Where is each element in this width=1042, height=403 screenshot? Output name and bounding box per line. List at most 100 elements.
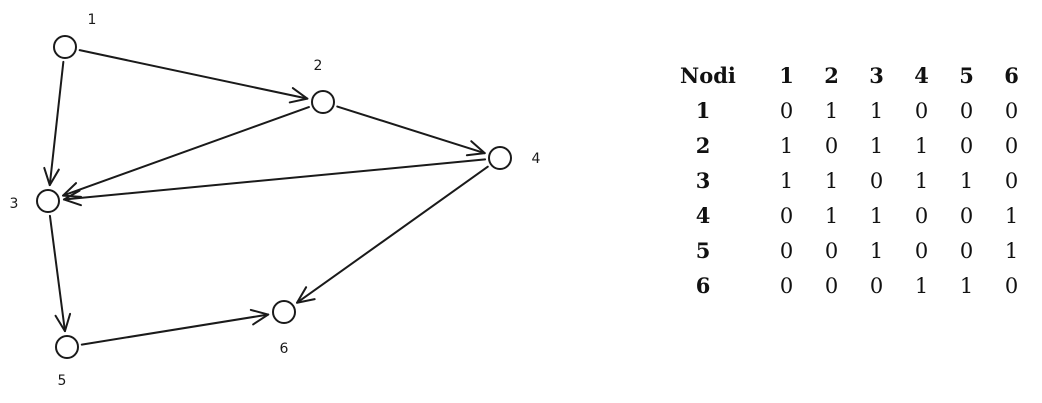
matrix-header-row: Nodi 1 2 3 4 5 6 <box>680 58 1034 93</box>
edge-line <box>336 105 486 155</box>
node-label: 6 <box>280 341 289 357</box>
arrowhead <box>43 166 60 187</box>
arrowhead <box>62 189 82 207</box>
matrix-row: 5 0 0 1 0 0 1 <box>680 233 1034 268</box>
graph-nodes: 1 2 3 4 5 6 <box>10 12 541 389</box>
row-header: 5 <box>695 238 711 263</box>
matrix-cell: 1 <box>869 133 884 158</box>
row-header: 1 <box>695 98 711 123</box>
node-circle <box>53 35 77 59</box>
edge-line <box>62 106 310 197</box>
node-circle <box>272 300 296 324</box>
arrowhead <box>62 182 83 198</box>
matrix-cell: 0 <box>959 238 974 263</box>
matrix-cell: 0 <box>959 98 974 123</box>
matrix-cell: 0 <box>824 238 839 263</box>
node-label: 2 <box>314 58 323 74</box>
matrix-row: 3 1 1 0 1 1 0 <box>680 163 1034 198</box>
node-circle <box>311 90 335 114</box>
matrix-cell: 1 <box>914 168 929 193</box>
matrix-cell: 1 <box>824 168 839 193</box>
edge-2-to-4 <box>336 105 486 157</box>
edge-4-to-3 <box>62 158 487 207</box>
node-label: 5 <box>58 373 67 389</box>
matrix-cell: 0 <box>1004 133 1019 158</box>
edge-line <box>48 60 65 187</box>
matrix-cell: 0 <box>1004 168 1019 193</box>
adjacency-table: Nodi 1 2 3 4 5 6 1 0 1 1 0 0 0 2 1 <box>680 58 1034 303</box>
matrix-cell: 1 <box>1004 203 1019 228</box>
column-header: 3 <box>869 63 884 88</box>
matrix-cell: 0 <box>779 273 794 298</box>
adjacency-matrix: Nodi 1 2 3 4 5 6 1 0 1 1 0 0 0 2 1 <box>680 58 1034 303</box>
matrix-cell: 1 <box>869 98 884 123</box>
column-header: 4 <box>914 63 929 88</box>
graph-node-2: 2 <box>311 58 335 114</box>
matrix-cell: 1 <box>959 273 974 298</box>
edge-line <box>296 165 489 304</box>
edge-line <box>78 49 309 100</box>
edge-5-to-6 <box>80 308 270 346</box>
matrix-cell: 0 <box>869 168 884 193</box>
matrix-cell: 0 <box>959 203 974 228</box>
matrix-cell: 0 <box>1004 273 1019 298</box>
node-label: 1 <box>88 12 97 28</box>
matrix-cell: 1 <box>779 168 794 193</box>
matrix-row: 1 0 1 1 0 0 0 <box>680 93 1034 128</box>
node-label: 3 <box>10 196 19 212</box>
node-circle <box>36 189 60 213</box>
matrix-cell: 0 <box>779 98 794 123</box>
matrix-cell: 1 <box>869 203 884 228</box>
column-header: 1 <box>779 63 794 88</box>
graph-node-5: 5 <box>55 335 79 389</box>
row-header: 2 <box>695 133 711 158</box>
node-circle <box>488 146 512 170</box>
edge-line <box>80 313 270 346</box>
matrix-cell: 1 <box>779 133 794 158</box>
matrix-cell: 0 <box>914 238 929 263</box>
edge-2-to-3 <box>62 106 310 198</box>
edge-1-to-3 <box>43 60 65 187</box>
column-header: 5 <box>959 63 974 88</box>
matrix-cell: 1 <box>869 238 884 263</box>
node-label: 4 <box>532 151 541 167</box>
matrix-cell: 0 <box>959 133 974 158</box>
matrix-cell: 1 <box>959 168 974 193</box>
edge-line <box>62 158 487 201</box>
graph-edges <box>43 49 489 346</box>
matrix-cell: 0 <box>779 203 794 228</box>
arrowhead <box>296 286 316 304</box>
graph-node-6: 6 <box>272 300 296 357</box>
arrowhead <box>249 308 270 326</box>
edge-3-to-5 <box>48 214 72 333</box>
arrowhead <box>465 140 486 157</box>
matrix-corner-label: Nodi <box>680 63 736 88</box>
matrix-cell: 1 <box>824 98 839 123</box>
matrix-cell: 1 <box>914 133 929 158</box>
graph-node-4: 4 <box>488 146 541 170</box>
directed-graph: 1 2 3 4 5 6 <box>10 12 541 389</box>
matrix-row: 4 0 1 1 0 0 1 <box>680 198 1034 233</box>
matrix-cell: 0 <box>914 98 929 123</box>
matrix-cell: 1 <box>1004 238 1019 263</box>
graph-node-3: 3 <box>10 189 60 213</box>
matrix-cell: 0 <box>779 238 794 263</box>
row-header: 6 <box>695 273 711 298</box>
edge-line <box>48 214 66 333</box>
row-header: 3 <box>695 168 711 193</box>
edge-4-to-6 <box>296 165 489 304</box>
row-header: 4 <box>695 203 711 228</box>
matrix-cell: 0 <box>1004 98 1019 123</box>
node-circle <box>55 335 79 359</box>
graph-node-1: 1 <box>53 12 97 59</box>
matrix-cell: 0 <box>824 133 839 158</box>
matrix-cell: 0 <box>914 203 929 228</box>
matrix-cell: 1 <box>914 273 929 298</box>
matrix-row: 6 0 0 0 1 1 0 <box>680 268 1034 303</box>
column-header: 6 <box>1004 63 1019 88</box>
arrowhead <box>288 87 309 104</box>
matrix-cell: 0 <box>869 273 884 298</box>
arrowhead <box>54 312 72 333</box>
edge-1-to-2 <box>78 49 309 104</box>
matrix-cell: 1 <box>824 203 839 228</box>
